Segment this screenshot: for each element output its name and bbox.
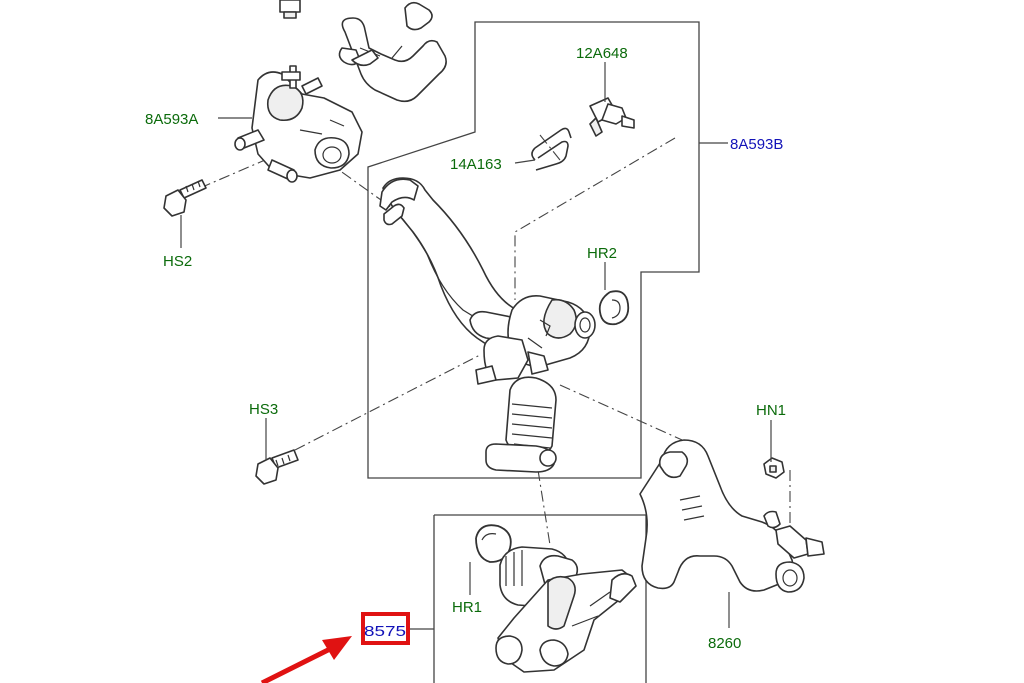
alignment-line — [537, 469, 551, 546]
bolt-hs3 — [255, 449, 299, 485]
part-label-14a163: 14A163 — [450, 156, 502, 173]
assembly-frame-upper — [367, 21, 700, 479]
o-ring-hr1 — [475, 524, 512, 563]
o-ring-hr2 — [598, 290, 630, 326]
thermostat-housing-8a593a — [234, 65, 363, 183]
water-pump-8575 — [495, 546, 637, 673]
part-label-hr2: HR2 — [587, 245, 617, 262]
part-label-hs2: HS2 — [163, 253, 192, 270]
hose-8260 — [639, 439, 825, 593]
top-nut — [279, 0, 301, 19]
sensor-12a648 — [589, 97, 635, 137]
clip-14a163 — [531, 127, 572, 171]
alignment-line — [294, 354, 481, 451]
bolt-hs2 — [163, 179, 207, 217]
top-hose — [338, 1, 447, 103]
corrugated-pipe — [485, 376, 557, 473]
part-label-8a593a: 8A593A — [145, 111, 198, 128]
alignment-line — [514, 137, 676, 300]
part-label-hs3: HS3 — [249, 401, 278, 418]
part-label-8260: 8260 — [708, 635, 741, 652]
nut-hn1 — [763, 457, 785, 479]
part-label-8a593b: 8A593B — [730, 136, 783, 153]
red-pointer-arrow — [260, 636, 352, 683]
highlight-box — [361, 612, 410, 645]
part-label-hn1: HN1 — [756, 402, 786, 419]
part-label-hr1: HR1 — [452, 599, 482, 616]
leader-line — [514, 159, 536, 164]
alignment-line — [199, 159, 266, 189]
part-label-8575: 8575 — [364, 623, 406, 640]
central-connector — [475, 294, 596, 385]
alignment-line — [539, 134, 561, 161]
alignment-line — [559, 384, 701, 449]
part-label-12a648: 12A648 — [576, 45, 628, 62]
